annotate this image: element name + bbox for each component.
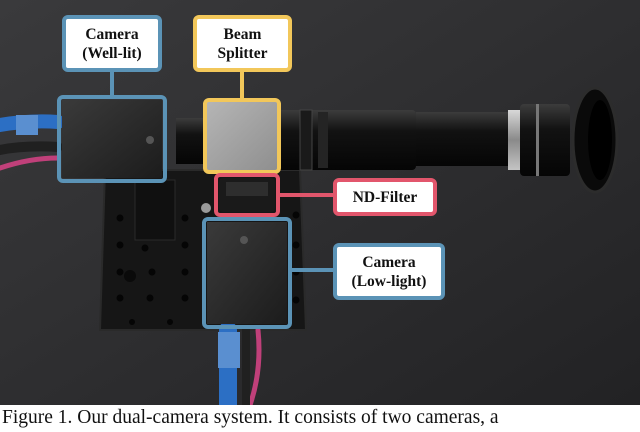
mount-bracket (134, 179, 176, 241)
camera-well-lit-body (62, 100, 162, 178)
label-beam-splitter: Beam Splitter (193, 15, 292, 72)
camera-low-light-outline (202, 217, 292, 329)
label-camera-low-light-line2: (Low-light) (351, 272, 427, 290)
label-beam-splitter-line1: Beam (223, 25, 262, 43)
label-camera-low-light-line1: Camera (362, 253, 416, 271)
label-camera-well-lit: Camera (Well-lit) (62, 15, 162, 72)
label-nd-filter-line1: ND-Filter (352, 188, 418, 206)
usb-connector-bottom (218, 332, 240, 368)
label-beam-splitter-line2: Splitter (217, 44, 268, 62)
label-camera-well-lit-line1: Camera (85, 25, 139, 43)
beam-splitter-cube (207, 102, 277, 170)
camera-low-light-body (207, 222, 287, 324)
label-camera-well-lit-line2: (Well-lit) (82, 44, 142, 62)
usb-connector-left (16, 115, 38, 135)
label-camera-low-light: Camera (Low-light) (333, 243, 445, 300)
nd-filter-body (219, 178, 275, 212)
figure-caption: Figure 1. Our dual-camera system. It con… (2, 407, 499, 428)
label-nd-filter: ND-Filter (333, 178, 437, 216)
